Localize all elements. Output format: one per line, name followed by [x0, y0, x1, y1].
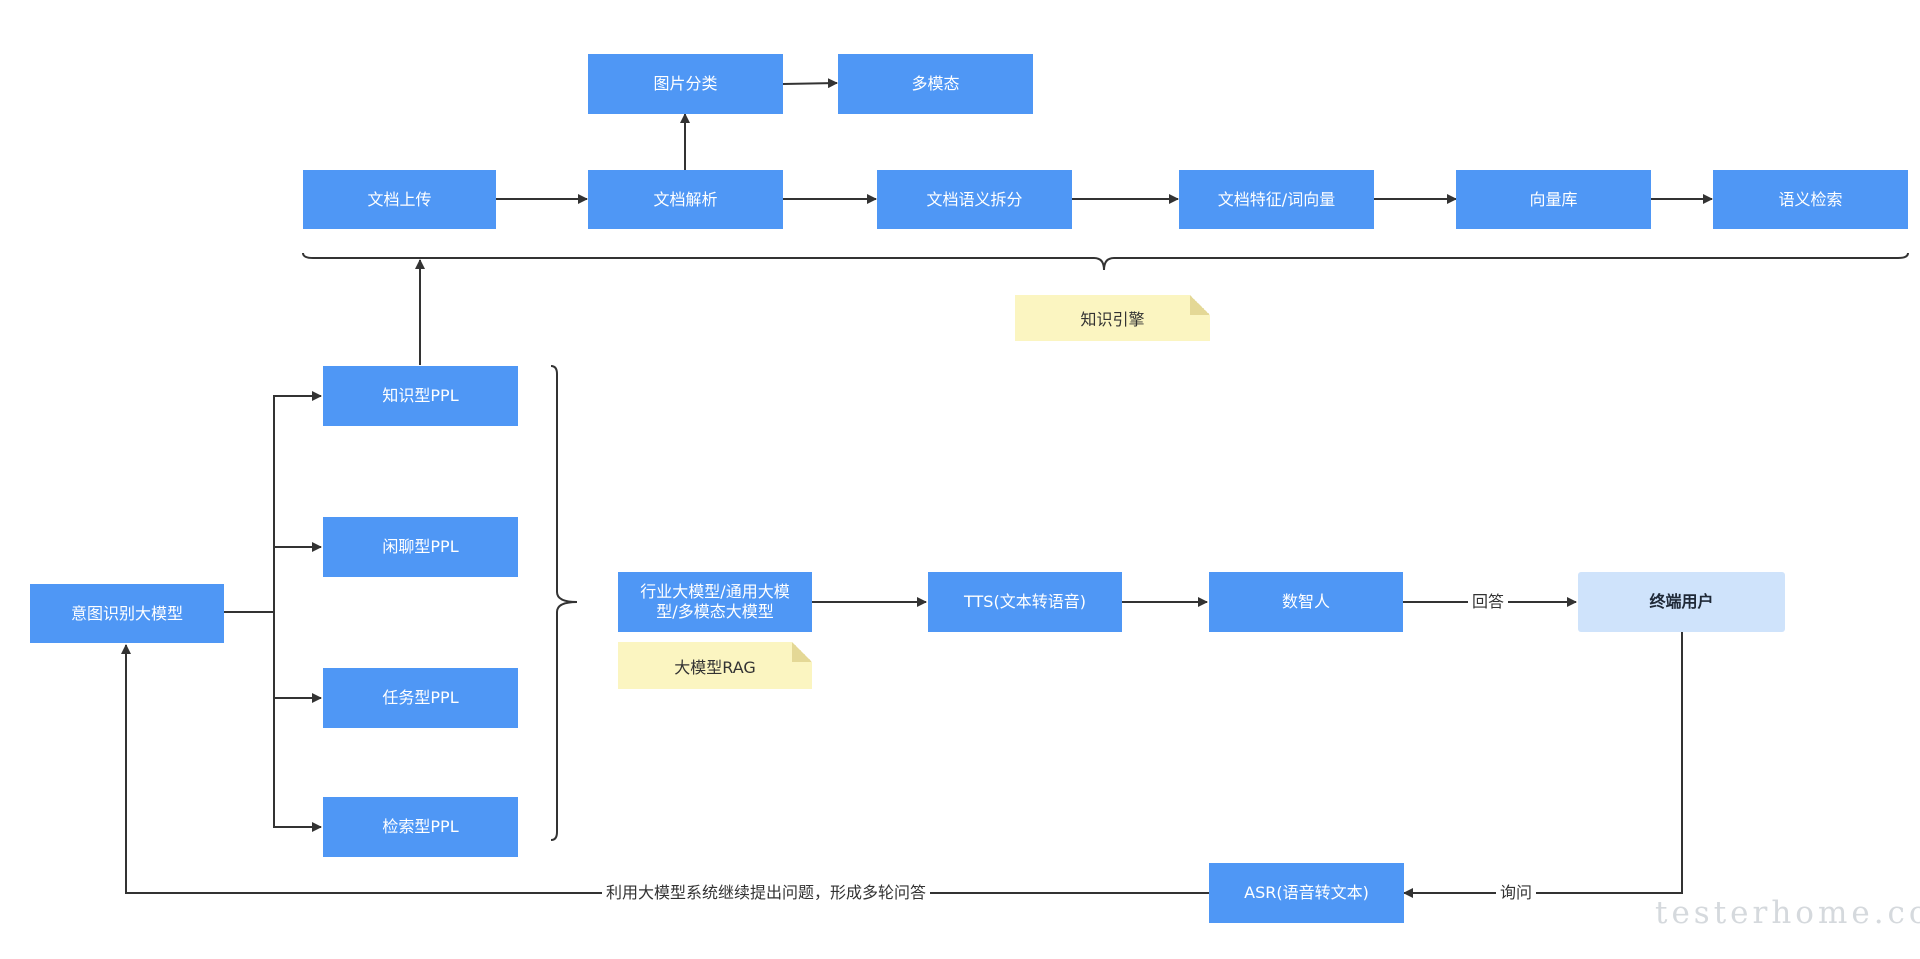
edge-label-feedback: 利用大模型系统继续提出问题，形成多轮问答 [602, 884, 931, 902]
note-llm-rag: 大模型RAG [618, 642, 812, 689]
edge-label-answer: 回答 [1468, 593, 1509, 611]
ppl-group-brace [550, 365, 578, 841]
node-asr[interactable]: ASR(语音转文本) [1209, 863, 1404, 923]
node-multimodal[interactable]: 多模态 [838, 54, 1033, 114]
edge-intent-to-ppl-trunk [224, 395, 275, 828]
node-doc-parse[interactable]: 文档解析 [588, 170, 783, 229]
node-task-ppl[interactable]: 任务型PPL [323, 668, 518, 728]
note-knowledge-engine: 知识引擎 [1015, 295, 1210, 341]
node-intent-model[interactable]: 意图识别大模型 [30, 584, 224, 643]
watermark: testerhome.com [1655, 895, 1920, 931]
node-search-ppl[interactable]: 检索型PPL [323, 797, 518, 857]
node-digital-human[interactable]: 数智人 [1209, 572, 1403, 632]
node-chat-ppl[interactable]: 闲聊型PPL [323, 517, 518, 577]
node-tts[interactable]: TTS(文本转语音) [928, 572, 1122, 632]
edge-user-to-asr [1403, 632, 1683, 898]
node-semantic-search[interactable]: 语义检索 [1713, 170, 1908, 229]
node-image-classify[interactable]: 图片分类 [588, 54, 783, 114]
node-knowledge-ppl[interactable]: 知识型PPL [323, 366, 518, 426]
node-doc-semantic-split[interactable]: 文档语义拆分 [877, 170, 1072, 229]
node-doc-feature-vector[interactable]: 文档特征/词向量 [1179, 170, 1374, 229]
node-end-user[interactable]: 终端用户 [1578, 572, 1785, 632]
edge-label-ask: 询问 [1496, 884, 1537, 902]
node-doc-upload[interactable]: 文档上传 [303, 170, 496, 229]
knowledge-engine-brace [302, 252, 1909, 271]
edge-image-to-multimodal [782, 78, 838, 89]
node-llm[interactable]: 行业大模型/通用大模型/多模态大模型 [618, 572, 812, 632]
node-vector-db[interactable]: 向量库 [1456, 170, 1651, 229]
